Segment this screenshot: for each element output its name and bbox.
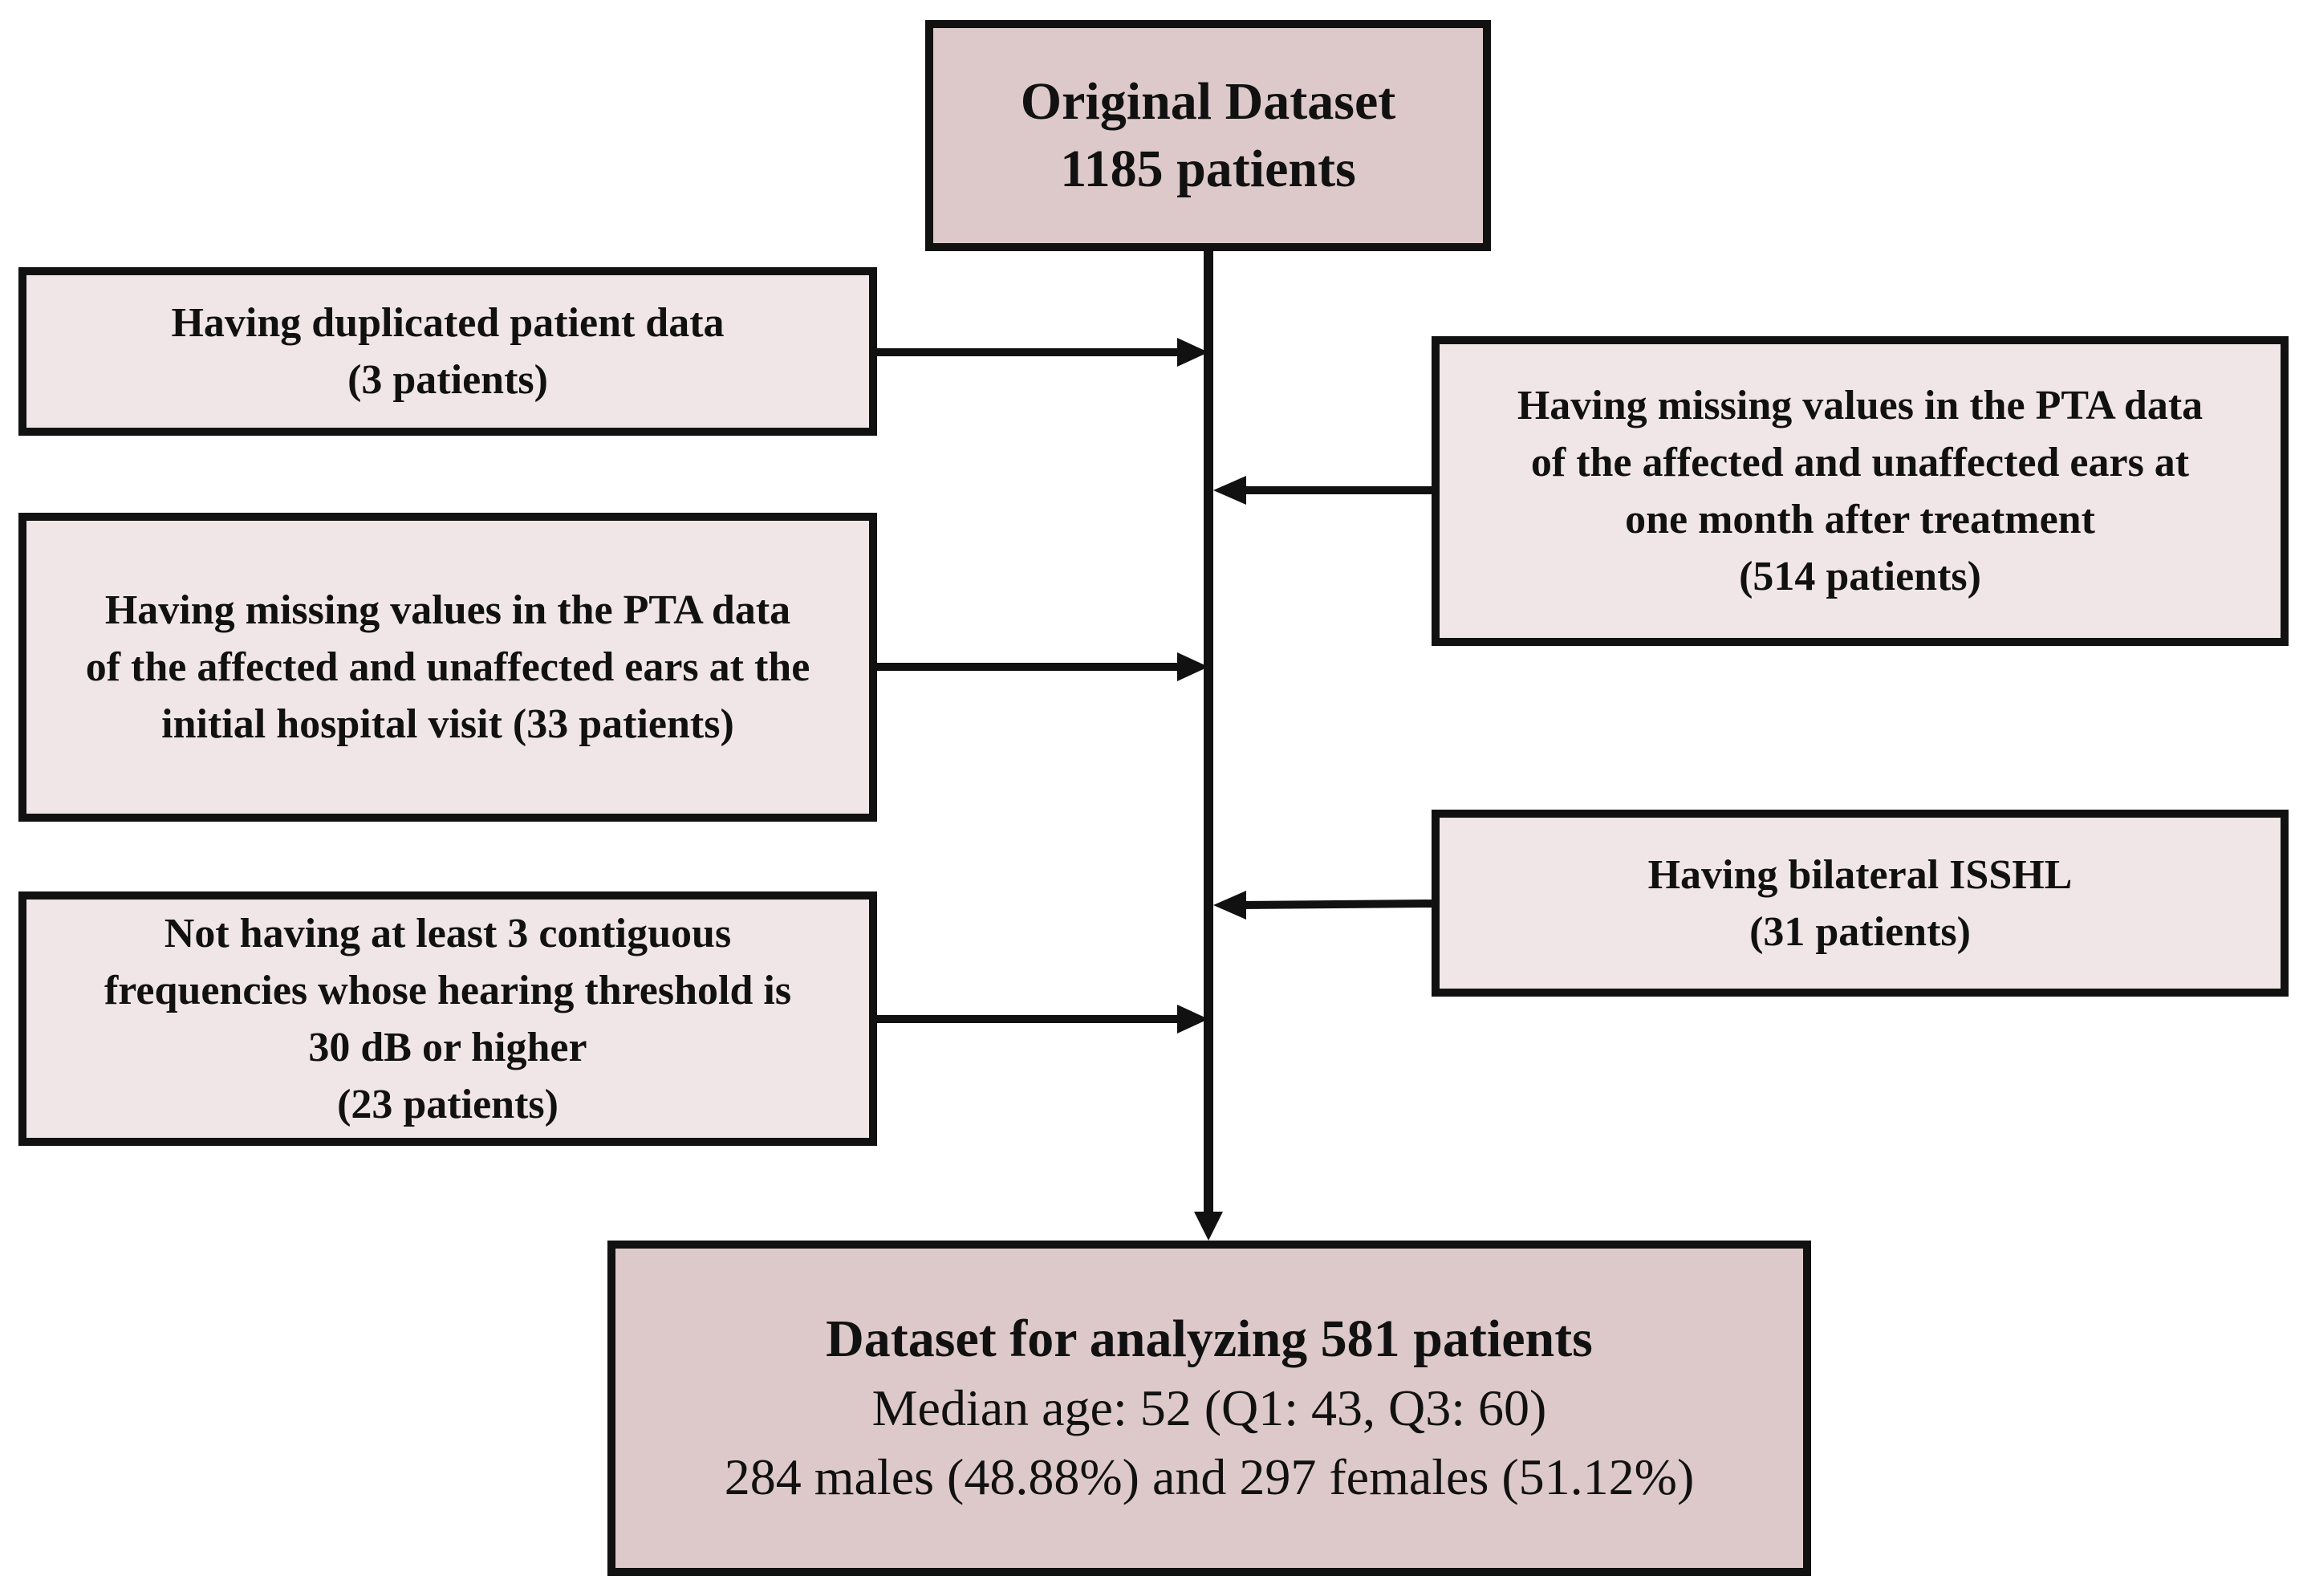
exclusion-missing-one-month-line-2: of the affected and unaffected ears at [1530, 440, 2190, 485]
final-dataset-median-age: Median age: 52 (Q1: 43, Q3: 60) [871, 1379, 1547, 1436]
arrow-bilateral-head [1213, 891, 1246, 920]
exclusion-duplicated-box: Having duplicated patient data (3 patien… [18, 267, 877, 436]
final-dataset-box: Dataset for analyzing 581 patients Media… [607, 1241, 1811, 1576]
arrow-duplicated-head [1177, 338, 1208, 367]
main-spine-arrowhead [1194, 1212, 1223, 1241]
arrow-missing-one-month-head [1213, 476, 1246, 505]
exclusion-contiguous-line-2: frequencies whose hearing threshold is [104, 967, 792, 1013]
arrow-contiguous-head [1177, 1005, 1208, 1034]
exclusion-missing-initial-line-1: Having missing values in the PTA data [104, 587, 791, 633]
exclusion-bilateral-box: Having bilateral ISSHL (31 patients) [1432, 810, 2289, 997]
exclusion-duplicated-line-1: Having duplicated patient data [171, 300, 725, 346]
original-dataset-box: Original Dataset 1185 patients [925, 20, 1491, 251]
exclusion-bilateral-line-1: Having bilateral ISSHL [1647, 851, 2073, 898]
exclusion-contiguous-line-3: 30 dB or higher [308, 1024, 587, 1070]
exclusion-missing-initial-line-3: initial hospital visit (33 patients) [161, 701, 734, 747]
arrow-missing-initial-head [1177, 652, 1208, 681]
exclusion-contiguous-line-4: (23 patients) [337, 1081, 558, 1127]
final-dataset-sex-breakdown: 284 males (48.88%) and 297 females (51.1… [724, 1448, 1695, 1505]
original-dataset-title: Original Dataset [1020, 72, 1396, 131]
exclusion-missing-initial-line-2: of the affected and unaffected ears at t… [85, 644, 810, 690]
exclusion-contiguous-line-1: Not having at least 3 contiguous [164, 910, 732, 956]
exclusion-missing-initial-box: Having missing values in the PTA data of… [18, 513, 877, 822]
original-dataset-count: 1185 patients [1060, 140, 1356, 198]
exclusion-contiguous-box: Not having at least 3 contiguous frequen… [18, 891, 877, 1146]
exclusion-missing-one-month-box: Having missing values in the PTA data of… [1432, 336, 2289, 646]
exclusion-missing-one-month-line-3: one month after treatment [1625, 497, 2095, 542]
exclusion-bilateral-line-2: (31 patients) [1749, 908, 1971, 955]
arrow-bilateral-line [1239, 900, 1434, 909]
exclusion-duplicated-line-2: (3 patients) [347, 357, 548, 403]
final-dataset-title: Dataset for analyzing 581 patients [826, 1310, 1593, 1368]
exclusion-missing-one-month-line-4: (514 patients) [1739, 554, 1981, 599]
exclusion-missing-one-month-line-1: Having missing values in the PTA data [1517, 383, 2203, 428]
